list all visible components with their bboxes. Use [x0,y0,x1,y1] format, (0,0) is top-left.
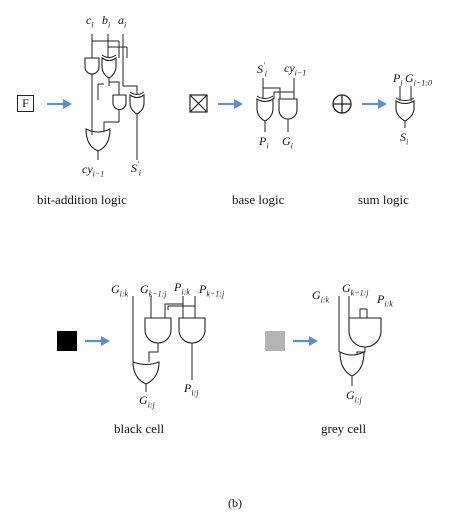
grey-input-pik: Pi:k [377,292,393,309]
arrow-grey [293,336,318,346]
circled-plus-symbol [332,94,352,114]
sum-logic-circuit [395,86,415,128]
arrow-f [47,99,72,109]
bit-addition-circuit [84,34,145,160]
base-output-g: Gi [282,134,293,151]
base-logic-circuit [256,78,298,132]
black-cell-square [57,331,77,351]
black-input-gk: Gk−1:j [140,282,167,299]
and-gate [178,317,206,344]
and-gate [144,317,172,344]
grey-input-gk: Gk−1:j [342,281,369,298]
caption-sum: sum logic [358,192,409,207]
input-ai: ai [118,13,127,30]
grey-cell-circuit [338,296,382,386]
black-input-gik: Gi:k [111,282,129,299]
boxed-x-symbol [189,94,208,113]
black-input-pk: Pk−1:j [199,282,225,299]
output-s: S′i [131,160,141,178]
grey-output-gij: Gi:j [346,388,362,405]
and-gate [348,317,382,348]
caption-black: black cell [114,421,165,436]
or-gate [339,351,365,377]
caption-bit-addition: bit-addition logic [37,192,127,207]
sum-output-s: Si [400,130,409,147]
input-bi: bi [102,13,111,30]
f-box-label: F [22,96,29,110]
grey-input-gik: Gi:k [312,288,330,305]
base-input-cy: cyi−1 [284,61,307,78]
figure-label: (b) [228,496,242,510]
f-box: F [17,95,34,112]
and-gate [112,94,127,111]
input-ci: ci [86,13,94,30]
black-output-pij: Pi:j [184,381,199,398]
xor-gate [256,98,274,122]
black-cell-circuit [132,296,206,392]
black-input-pik: Pi:k [174,280,190,297]
caption-base: base logic [232,192,285,207]
xor-gate [129,93,145,115]
arrow-base [218,99,243,109]
sum-input-p: Pi [393,71,403,88]
and-gate [278,98,298,120]
base-output-p: Pi [259,134,269,151]
arrow-sum [362,99,387,109]
xor-gate [395,100,415,122]
or-gate [85,128,111,152]
or-gate [132,361,160,385]
output-cy: cyi−1 [82,162,105,179]
base-input-s: S′i [257,61,267,79]
grey-cell-square [265,331,285,351]
and-gate [84,57,100,75]
sum-input-g: Gi−1:0 [405,71,432,88]
caption-grey: grey cell [321,421,367,436]
black-output-gij: Gi:j [139,393,155,410]
arrow-black [85,336,110,346]
xor-gate [101,56,117,79]
